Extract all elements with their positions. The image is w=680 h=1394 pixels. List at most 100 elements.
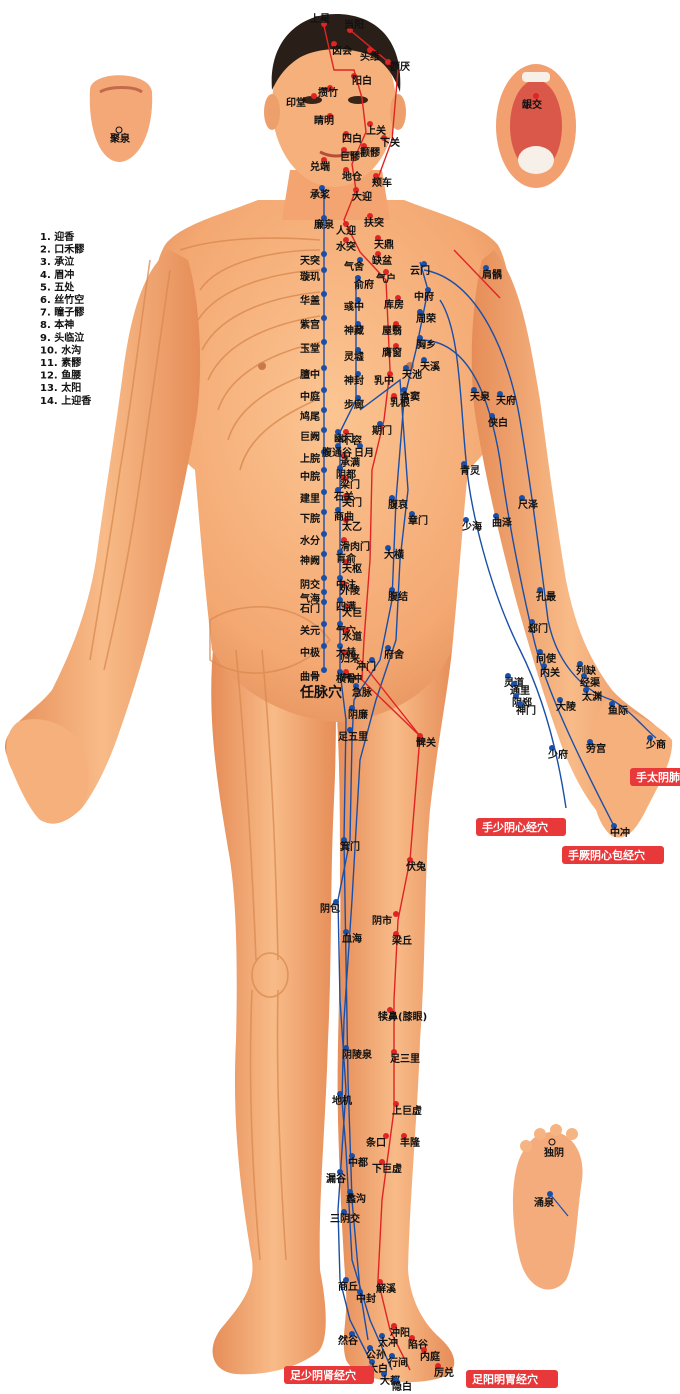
acupoint-label: 腹通谷 bbox=[322, 446, 353, 459]
acupoint-dot bbox=[341, 581, 347, 587]
acupoint-label: 日月 bbox=[354, 447, 374, 459]
acupoint-dot bbox=[557, 697, 563, 703]
acupoint-label: 俞府 bbox=[353, 278, 374, 291]
acupoint: 天池 bbox=[402, 365, 422, 381]
acupoint: 少海 bbox=[461, 517, 482, 533]
acupoint: 大赫 bbox=[336, 643, 356, 659]
acupoint: 曲泽 bbox=[492, 513, 512, 529]
acupoint-dot bbox=[311, 93, 317, 99]
acupoint-dot bbox=[321, 551, 327, 557]
acupoint-dot bbox=[321, 21, 327, 27]
acupoint: 阴廉 bbox=[348, 705, 368, 721]
badge-kidney: 足少阴肾经穴 bbox=[284, 1366, 374, 1384]
acupoint: 梁门 bbox=[339, 475, 360, 491]
legend-item: 11. 素髎 bbox=[40, 356, 82, 369]
acupoint-dot bbox=[351, 73, 357, 79]
svg-text:足阳明胃经穴: 足阳明胃经穴 bbox=[472, 1372, 538, 1386]
acupoint-dot bbox=[321, 589, 327, 595]
acupoint: 外陵 bbox=[339, 581, 361, 597]
acupoint-dot bbox=[343, 1045, 349, 1051]
acupoint: 阴都 bbox=[336, 465, 356, 481]
acupoint-label: 公孙 bbox=[366, 1348, 386, 1361]
acupoint-label: 囟会 bbox=[332, 44, 352, 57]
acupoint-dot bbox=[403, 365, 409, 371]
acupoint-label: 少海 bbox=[461, 520, 482, 533]
foot-top-label: 独阴 bbox=[544, 1146, 564, 1159]
acupoint-label: 归来 bbox=[340, 652, 361, 665]
acupoint-dot bbox=[357, 257, 363, 263]
acupoint-label: 气海 bbox=[299, 592, 320, 605]
acupoint: 犊鼻(膝眼) bbox=[378, 1007, 427, 1023]
acupoint: 下巨虚 bbox=[372, 1159, 402, 1175]
acupoint-label: 睛明 bbox=[314, 114, 334, 127]
acupoint-dot bbox=[385, 645, 391, 651]
acupoint-label: 商曲 bbox=[334, 510, 354, 523]
acupoint-dot bbox=[335, 507, 341, 513]
acupoint-dot bbox=[401, 1133, 407, 1139]
acupoint-label: 少府 bbox=[547, 748, 568, 761]
acupoint-dot bbox=[373, 173, 379, 179]
left-eye bbox=[302, 96, 322, 104]
acupoint-label: 天泉 bbox=[470, 390, 491, 403]
acupoint-dot bbox=[367, 213, 373, 219]
acupoint: 蠡沟 bbox=[346, 1189, 366, 1205]
legend-item: 6. 丝竹空 bbox=[40, 293, 84, 306]
neck bbox=[282, 170, 390, 220]
acupoint: 当阳 bbox=[344, 18, 364, 33]
acupoint-dot bbox=[335, 443, 341, 449]
acupoint-label: 中脘 bbox=[300, 470, 320, 483]
acupoint: 颊车 bbox=[372, 173, 392, 189]
acupoint: 少商 bbox=[645, 735, 666, 751]
acupoint: 睛明 bbox=[314, 113, 334, 127]
acupoint-label: 内关 bbox=[540, 666, 560, 679]
acupoint: 关门 bbox=[342, 493, 362, 509]
acupoint-dot bbox=[537, 587, 543, 593]
acupoint-label: 太渊 bbox=[581, 690, 602, 703]
acupoint-dot bbox=[611, 823, 617, 829]
acupoint-label: 上关 bbox=[366, 124, 386, 137]
acupoint-label: 灵墟 bbox=[344, 350, 364, 363]
acupoint-label: 建里 bbox=[299, 492, 320, 505]
svg-text:手太阴肺: 手太阴肺 bbox=[636, 770, 680, 784]
acupoint: 气舍 bbox=[343, 257, 365, 273]
acupoint-label: 间使 bbox=[536, 652, 557, 665]
acupoint-dot bbox=[381, 135, 387, 141]
acupoint-label: 地机 bbox=[332, 1094, 352, 1107]
acupoint-label: 攒竹 bbox=[318, 86, 338, 99]
acupoint-dot bbox=[321, 667, 327, 673]
acupoint-dot bbox=[321, 599, 327, 605]
acupoint-label: 食窦 bbox=[399, 390, 420, 403]
acupoint-dot bbox=[321, 509, 327, 515]
acupoint: 中注 bbox=[336, 575, 356, 591]
acupoint: 大巨 bbox=[342, 603, 362, 619]
acupoint-label: 天枢 bbox=[342, 562, 362, 575]
acupoint-label: 大横 bbox=[384, 548, 405, 561]
acupoint: 地仓 bbox=[342, 167, 363, 183]
gallbladder-line bbox=[453, 249, 501, 299]
acupoint-dot bbox=[381, 1371, 387, 1377]
acupoint-dot bbox=[343, 493, 349, 499]
acupoint-label: 头维 bbox=[360, 50, 380, 63]
acupoint-dot bbox=[337, 643, 343, 649]
acupoint-dot bbox=[391, 1323, 397, 1329]
acupoint-label: 印堂 bbox=[286, 96, 306, 109]
right-eye bbox=[348, 96, 368, 104]
acupoint-dot bbox=[321, 643, 327, 649]
acupoint-dot bbox=[391, 393, 397, 399]
acupoint: 气冲 bbox=[341, 669, 362, 685]
acupoint-dot bbox=[341, 147, 347, 153]
acupoint: 太渊 bbox=[581, 687, 602, 703]
acupoint-label: 青灵 bbox=[460, 464, 481, 477]
acupoint-dot bbox=[321, 365, 327, 371]
acupoint: 鱼际 bbox=[608, 701, 628, 717]
acupoint-label: 神阙 bbox=[300, 554, 320, 567]
acupoint-label: 经渠 bbox=[580, 676, 601, 689]
acupoint: 人迎 bbox=[336, 221, 356, 237]
acupoint-label: 大赫 bbox=[336, 646, 356, 659]
acupoint-dot bbox=[321, 157, 327, 163]
acupoint-dot bbox=[343, 603, 349, 609]
acupoint-dot bbox=[337, 549, 343, 555]
acupoint: 石关 bbox=[333, 487, 354, 503]
acupoint-dot bbox=[341, 453, 347, 459]
acupoint-label: 商丘 bbox=[338, 1280, 358, 1293]
